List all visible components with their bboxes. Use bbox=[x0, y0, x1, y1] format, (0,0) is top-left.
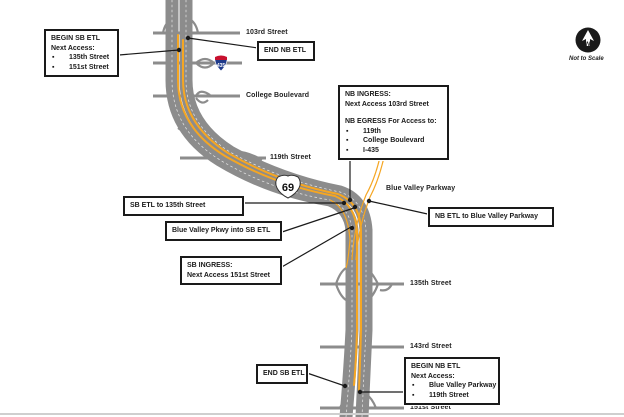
callout-begin-nb-etl: BEGIN NB ETL Next Access: Blue Valley Pa… bbox=[404, 357, 500, 405]
callout-subtitle: Next Access 103rd Street bbox=[345, 100, 429, 108]
label-151st-street: 151st Street bbox=[410, 404, 451, 411]
bottom-border bbox=[0, 413, 624, 415]
label-blue-valley-parkway: Blue Valley Parkway bbox=[386, 185, 456, 192]
svg-text:435: 435 bbox=[217, 63, 226, 69]
label-135th-street: 135th Street bbox=[410, 280, 452, 287]
callout-begin-sb-etl: BEGIN SB ETL Next Access: 135th Street 1… bbox=[44, 29, 119, 77]
callout-item: Blue Valley Parkway bbox=[411, 381, 496, 391]
callout-title: NB ETL to Blue Valley Parkway bbox=[435, 213, 538, 220]
callout-item: 119th bbox=[345, 127, 442, 137]
callout-item: I-435 bbox=[345, 146, 442, 156]
callout-subtitle: Next Access: bbox=[51, 44, 95, 52]
svg-text:N: N bbox=[586, 42, 591, 48]
label-119th-street: 119th Street bbox=[270, 154, 311, 161]
label-103rd-street: 103rd Street bbox=[246, 29, 288, 36]
callout-item: College Boulevard bbox=[345, 136, 442, 146]
callout-egress-title: NB EGRESS For Access to: bbox=[345, 118, 437, 125]
callout-subtitle: Next Access 151st Street bbox=[187, 271, 271, 279]
nb-express-lane bbox=[182, 39, 362, 391]
callout-end-sb-etl: END SB ETL bbox=[256, 364, 308, 384]
callout-title: BEGIN NB ETL bbox=[411, 363, 461, 370]
callout-item: 119th Street bbox=[411, 391, 493, 401]
callout-item: 151st Street bbox=[51, 63, 112, 73]
callout-end-nb-etl: END NB ETL bbox=[257, 41, 315, 61]
callout-sb-ingress: SB INGRESS: Next Access 151st Street bbox=[180, 256, 282, 285]
callout-title: END SB ETL bbox=[263, 370, 305, 377]
callout-title: BEGIN SB ETL bbox=[51, 35, 101, 42]
callout-sb-etl-to-135th: SB ETL to 135th Street bbox=[123, 196, 244, 216]
callout-nb-etl-to-blue-valley-parkway: NB ETL to Blue Valley Parkway bbox=[428, 207, 554, 227]
interstate-435-shield-icon: 435 bbox=[214, 55, 228, 72]
callout-subtitle: Next Access: bbox=[411, 372, 455, 380]
callout-title: SB INGRESS: bbox=[187, 262, 233, 269]
callout-title: NB INGRESS: bbox=[345, 91, 391, 98]
label-143rd-street: 143rd Street bbox=[410, 343, 452, 350]
leader-dots bbox=[176, 35, 372, 395]
callout-nb-ingress-egress: NB INGRESS: Next Access 103rd Street NB … bbox=[338, 85, 449, 160]
callout-item: 135th Street bbox=[51, 53, 112, 63]
label-college-boulevard: College Boulevard bbox=[246, 92, 310, 99]
north-arrow-icon: N bbox=[575, 27, 601, 53]
svg-text:69: 69 bbox=[282, 182, 294, 194]
callout-title: Blue Valley Pkwy into SB ETL bbox=[172, 227, 271, 234]
callout-blue-valley-pkwy-into-sb-etl: Blue Valley Pkwy into SB ETL bbox=[165, 221, 282, 241]
us-69-shield-icon: 69 bbox=[275, 174, 301, 199]
us69-mainline bbox=[165, 0, 373, 417]
not-to-scale-note: Not to Scale bbox=[569, 56, 604, 62]
callout-title: END NB ETL bbox=[264, 47, 306, 54]
callout-title: SB ETL to 135th Street bbox=[130, 202, 206, 209]
sb-express-lane bbox=[177, 34, 358, 386]
